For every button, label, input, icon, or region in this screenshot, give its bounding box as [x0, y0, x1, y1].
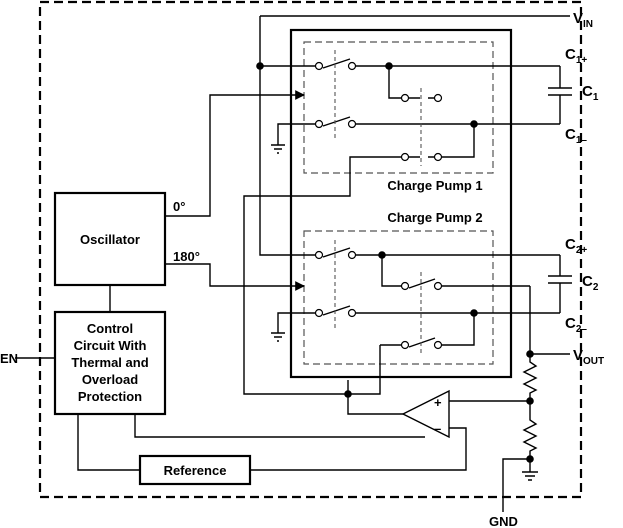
cp1-ground-wire	[277, 123, 316, 145]
device-boundary	[38, 0, 583, 499]
opamp-reference-wire	[250, 427, 467, 471]
cp2-s2-feed	[381, 255, 401, 287]
oscillator-label: Oscillator	[80, 232, 140, 247]
opamp-output-wire	[347, 380, 403, 415]
vin-rail	[259, 16, 316, 256]
cp1-s1-blade	[322, 58, 351, 69]
cp2-ground-icon	[271, 332, 285, 342]
c1-label: C1	[582, 83, 599, 103]
cp2-s2-b	[433, 281, 443, 291]
cp2-s2-a	[400, 281, 410, 291]
cp2-s1-a	[314, 250, 324, 260]
cp2-s2-blade	[408, 278, 436, 289]
cp2-s1-b	[347, 250, 357, 260]
control-label-line-5: Protection	[78, 389, 142, 404]
gnd-label: GND	[489, 514, 518, 528]
cp1-s1-a	[314, 61, 324, 71]
feedback-divider-resistors	[522, 354, 538, 472]
cp2-s4-blade	[408, 337, 436, 348]
reference-label: Reference	[164, 463, 227, 478]
cp2-s3-a	[314, 308, 324, 318]
cp2-s3-b	[347, 308, 357, 318]
cp1-drive-wire	[243, 171, 351, 395]
c1-capacitor-icon	[548, 66, 572, 124]
opamp-minus-label: –	[434, 421, 441, 436]
charge-pump-container	[289, 28, 513, 379]
en-label: EN	[0, 351, 18, 366]
opamp-plus-label: +	[434, 395, 442, 410]
cp1-s3-a	[314, 119, 324, 129]
cp1-s2-b	[433, 93, 443, 103]
cp1-s4-lead	[349, 156, 401, 171]
cp1-s4-b	[433, 152, 443, 162]
control-label-line-4: Overload	[82, 372, 138, 387]
vin-junction	[256, 62, 264, 70]
control-reference-wire	[77, 414, 140, 471]
phase-180-wire	[165, 263, 305, 291]
vin-label: VIN	[573, 10, 593, 30]
gnd-icon	[522, 471, 538, 481]
c2-label: C2	[582, 273, 599, 293]
control-label-line-1: Control	[87, 321, 133, 336]
control-label-line-2: Circuit With	[74, 338, 147, 353]
cp1-s1-b	[347, 61, 357, 71]
cp2-s4-feed	[442, 313, 475, 346]
cp2-s4-a	[400, 340, 410, 350]
charge-pump-1-label: Charge Pump 1	[387, 178, 482, 193]
control-label-line-3: Thermal and	[71, 355, 148, 370]
phase-180-label: 180°	[173, 249, 200, 264]
charge-pump-2-label: Charge Pump 2	[387, 210, 482, 225]
cp1-s2-feed	[388, 66, 401, 99]
phase-0-wire	[165, 90, 305, 217]
c1p-label: C1+	[565, 46, 587, 66]
cp1-ground-icon	[271, 144, 285, 154]
c2p-label: C2+	[565, 236, 587, 256]
phase-0-label: 0°	[173, 199, 185, 214]
c2m-label: C2–	[565, 315, 587, 335]
vout-wire	[529, 286, 570, 355]
cp1-s3-blade	[322, 116, 351, 127]
error-amplifier-icon	[401, 389, 450, 439]
control-opamp-wire	[134, 414, 425, 438]
charge-pump-2-boundary	[303, 230, 494, 365]
gnd-pin-wire	[502, 458, 530, 512]
charge-pump-1-boundary	[303, 41, 494, 174]
cp1-s4-a	[400, 152, 410, 162]
cp2-drive-wire	[348, 345, 381, 395]
cp2-s1-blade	[322, 247, 351, 258]
cp1-s3-b	[347, 119, 357, 129]
cp1-s2-a	[400, 93, 410, 103]
cp2-s4-b	[433, 340, 443, 350]
c1m-label: C1–	[565, 126, 587, 146]
cp1-s4-feed	[442, 124, 475, 158]
cp2-ground-wire	[277, 312, 316, 333]
cp2-s3-blade	[322, 305, 351, 316]
vout-label: VOUT	[573, 347, 604, 367]
c2-capacitor-icon	[548, 255, 572, 313]
